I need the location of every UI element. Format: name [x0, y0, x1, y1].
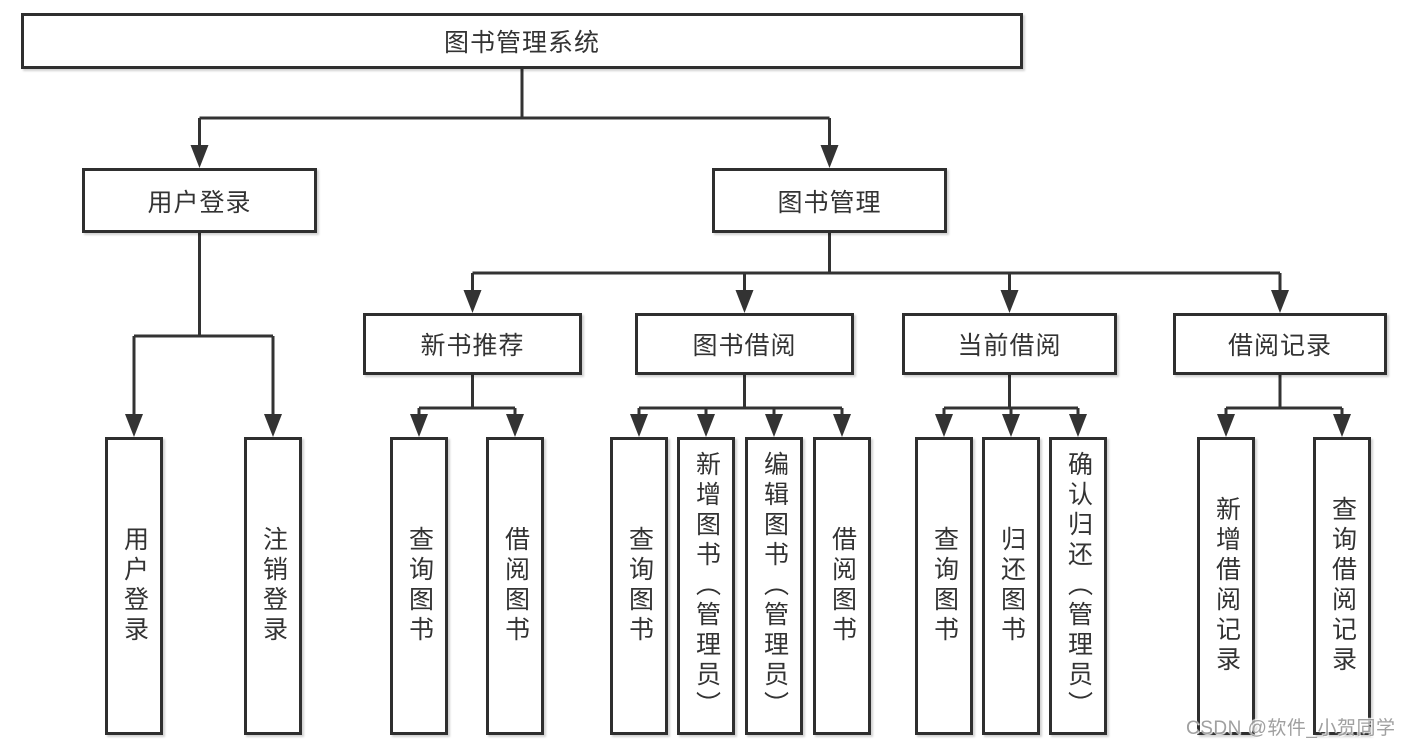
node-query-book-borrow: 查询图书: [610, 437, 668, 735]
node-new-book-recommend: 新书推荐: [363, 313, 582, 375]
csdn-watermark: CSDN @软件_小贺同学: [1186, 718, 1396, 739]
node-book-borrowing: 图书借阅: [635, 313, 854, 375]
node-logout: 注销登录: [244, 437, 302, 735]
node-library-management-system: 图书管理系统: [21, 13, 1023, 69]
node-borrowing-records: 借阅记录: [1173, 313, 1387, 375]
node-add-book-admin: 新增图书（管理员）: [677, 437, 735, 735]
node-add-borrow-record: 新增借阅记录: [1197, 437, 1255, 735]
node-book-management-branch: 图书管理: [712, 168, 947, 233]
arrowhead-icons: [125, 145, 1351, 437]
node-borrow-book: 借阅图书: [813, 437, 871, 735]
node-borrow-book-recommend: 借阅图书: [486, 437, 544, 735]
node-current-borrowing: 当前借阅: [902, 313, 1117, 375]
node-query-book-current: 查询图书: [915, 437, 973, 735]
node-confirm-return-admin: 确认归还（管理员）: [1049, 437, 1107, 735]
node-query-book-recommend: 查询图书: [390, 437, 448, 735]
node-login: 用户登录: [105, 437, 163, 735]
node-return-book: 归还图书: [982, 437, 1040, 735]
node-query-borrow-record: 查询借阅记录: [1313, 437, 1371, 735]
node-edit-book-admin: 编辑图书（管理员）: [745, 437, 803, 735]
node-user-login-branch: 用户登录: [82, 168, 317, 233]
